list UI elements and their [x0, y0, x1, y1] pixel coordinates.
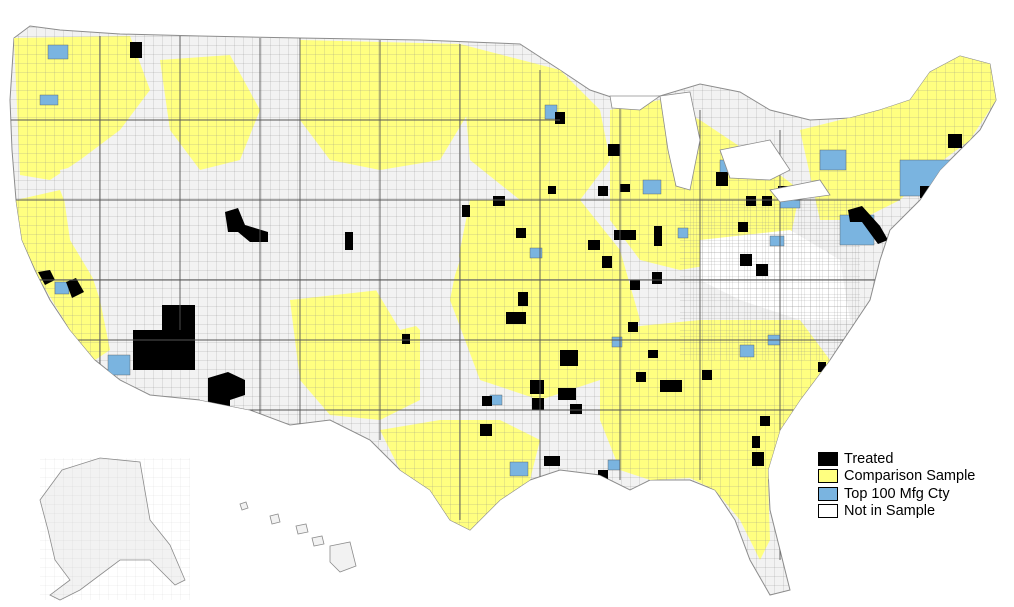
county-treated: [558, 388, 576, 400]
county-treated: [760, 416, 770, 426]
legend-label-treated: Treated: [844, 450, 894, 467]
county-treated: [66, 278, 84, 298]
county-treated: [660, 380, 682, 392]
county-top100: [677, 227, 689, 239]
county-treated: [225, 208, 268, 242]
county-treated: [818, 362, 826, 372]
county-treated: [716, 172, 728, 186]
great-lakes: [609, 91, 831, 203]
county-treated: [555, 112, 565, 124]
county-treated: [762, 196, 772, 206]
legend-item-top-100-mfg: Top 100 Mfg Cty: [818, 485, 988, 503]
legend-swatch-treated: [818, 451, 838, 466]
legend-swatch-top-100-mfg: [818, 486, 838, 501]
hawaii-inset: [239, 501, 357, 573]
county-top100: [509, 461, 529, 477]
county-treated: [920, 186, 930, 198]
county-treated: [648, 350, 658, 358]
county-top100: [47, 44, 69, 60]
county-treated: [654, 226, 662, 246]
county-top100: [819, 149, 847, 171]
county-top100: [642, 179, 662, 195]
county-treated: [738, 222, 748, 232]
county-treated: [482, 396, 492, 406]
county-treated: [608, 144, 620, 156]
map-legend: Treated Comparison Sample Top 100 Mfg Ct…: [818, 450, 988, 520]
county-treated: [628, 322, 638, 332]
legend-swatch-comparison-sample: [818, 469, 838, 484]
county-treated: [588, 240, 600, 250]
county-top100: [739, 344, 755, 358]
county-treated: [532, 398, 544, 410]
county-treated: [544, 456, 560, 466]
legend-label-not-in-sample: Not in Sample: [844, 503, 936, 519]
county-top100: [769, 235, 785, 247]
county-treated: [702, 370, 712, 380]
county-treated: [752, 436, 760, 448]
county-treated: [506, 312, 526, 324]
legend-item-comparison-sample: Comparison Sample: [818, 468, 988, 486]
state-borders: [10, 36, 900, 560]
county-treated: [130, 42, 142, 58]
legend-item-not-in-sample: Not in Sample: [818, 503, 988, 521]
county-top100: [611, 336, 623, 348]
county-treated: [848, 206, 888, 244]
county-treated: [570, 404, 582, 414]
county-treated: [752, 452, 764, 466]
county-treated: [516, 228, 526, 238]
county-top100: [39, 94, 59, 106]
legend-label-comparison-sample: Comparison Sample: [844, 468, 976, 484]
legend-swatch-not-in-sample: [818, 504, 838, 519]
county-treated: [746, 196, 756, 206]
county-top100: [529, 247, 543, 259]
county-treated: [620, 184, 630, 192]
county-top100: [607, 459, 621, 471]
county-treated: [462, 205, 470, 217]
legend-label-top-100-mfg: Top 100 Mfg Cty: [844, 485, 950, 502]
county-treated: [756, 264, 768, 276]
county-treated: [560, 350, 578, 366]
county-treated: [598, 186, 608, 196]
county-treated: [402, 334, 410, 344]
county-treated: [38, 270, 55, 285]
county-treated: [480, 424, 492, 436]
alaska-inset: [39, 457, 190, 601]
county-treated: [740, 254, 752, 266]
county-treated: [518, 292, 528, 306]
legend-item-treated: Treated: [818, 450, 988, 468]
county-treated: [493, 196, 505, 206]
county-treated: [133, 305, 195, 370]
county-treated: [345, 232, 353, 250]
county-treated: [530, 380, 544, 394]
county-treated: [548, 186, 556, 194]
treated-counties: [38, 42, 962, 486]
county-treated: [652, 272, 662, 284]
county-treated: [630, 280, 640, 290]
county-treated: [598, 470, 608, 486]
county-treated: [602, 256, 612, 268]
county-treated: [948, 134, 962, 148]
county-top100: [107, 354, 131, 376]
county-treated: [614, 230, 636, 240]
county-treated: [636, 372, 646, 382]
county-treated: [208, 372, 245, 408]
